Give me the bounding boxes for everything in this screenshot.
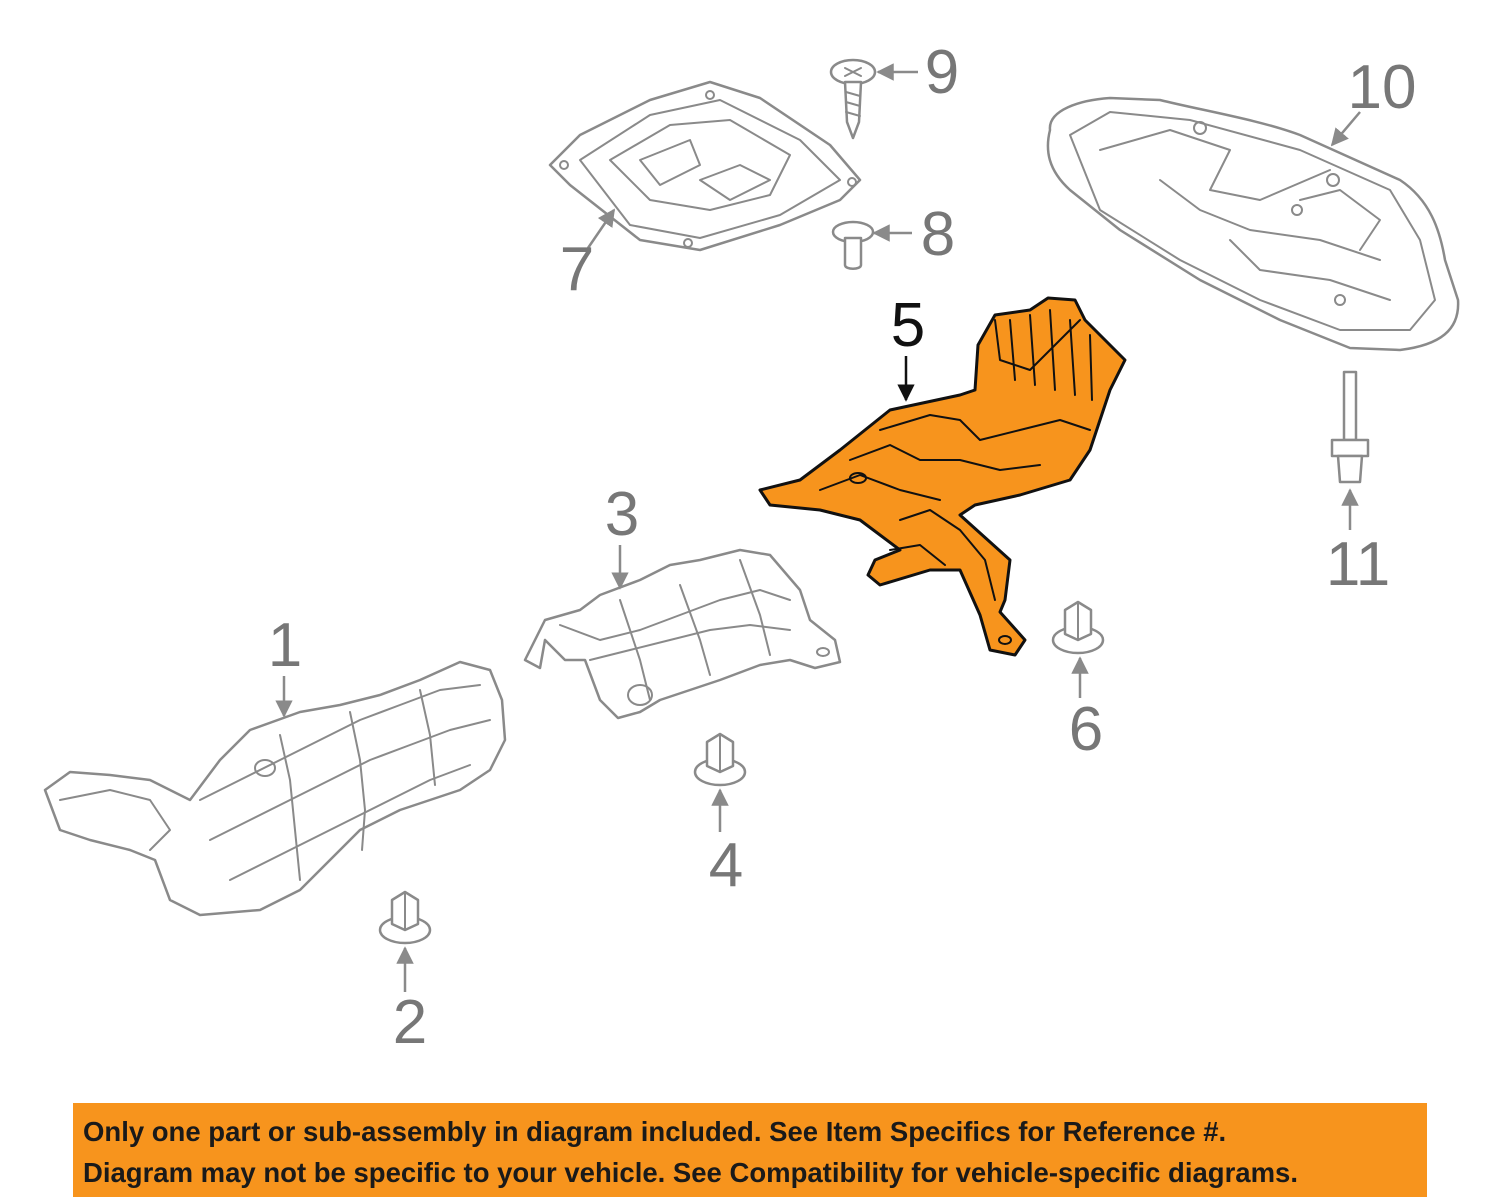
callout-8: 8: [921, 200, 955, 269]
callout-1: 1: [268, 611, 302, 680]
callout-4: 4: [709, 831, 743, 900]
callout-3: 3: [605, 480, 639, 549]
notice-banner: Only one part or sub-assembly in diagram…: [73, 1103, 1427, 1197]
callout-2: 2: [393, 988, 427, 1057]
notice-line-1: Only one part or sub-assembly in diagram…: [83, 1116, 1227, 1147]
callout-11: 11: [1326, 530, 1390, 599]
part-11-stud: [1330, 370, 1370, 484]
callout-9: 9: [925, 38, 959, 107]
leader-10: [1330, 111, 1361, 147]
part-2-nut: [378, 890, 432, 945]
part-1-heat-shield: [43, 660, 507, 917]
callout-10: 10: [1348, 53, 1417, 122]
part-5-heat-shield: [758, 296, 1127, 657]
part-8-bolt: [831, 220, 875, 270]
callout-6: 6: [1069, 695, 1103, 764]
part-7-shield-panel: [548, 80, 862, 252]
callout-5: 5: [891, 291, 925, 360]
callout-7: 7: [560, 235, 594, 304]
part-4-nut: [693, 732, 747, 787]
part-9-screw: [829, 58, 877, 140]
leader-7: [586, 208, 616, 249]
part-10-underbody-panel: [1046, 96, 1460, 352]
part-3-heat-shield: [523, 548, 842, 720]
parts-diagram: 1 2 3 4 5 6 7 8 9 10 11: [43, 38, 1460, 1057]
part-6-nut: [1051, 600, 1105, 655]
notice-line-2: Diagram may not be specific to your vehi…: [83, 1157, 1298, 1188]
